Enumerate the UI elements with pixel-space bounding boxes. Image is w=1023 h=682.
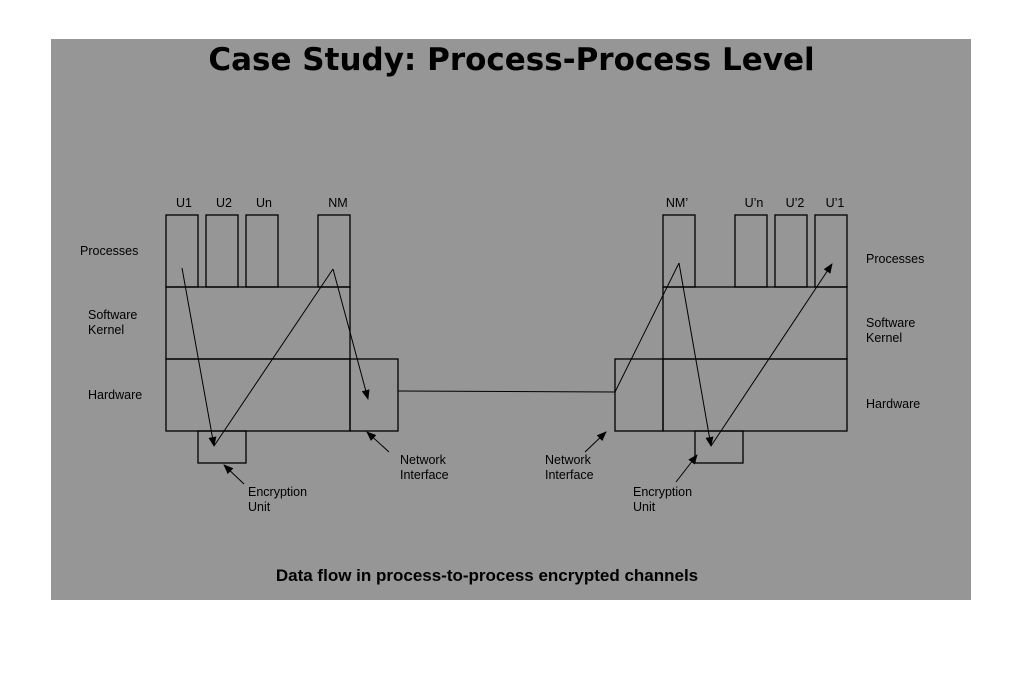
network-interface-label-2: Interface — [400, 468, 449, 482]
pointer-arrow-network-interface — [366, 431, 390, 453]
process-box-u2 — [205, 214, 239, 288]
encryption-unit-box — [694, 430, 744, 464]
process-box-u1 — [165, 214, 199, 288]
hardware-layer — [662, 358, 848, 432]
process-box-un-prime — [734, 214, 768, 288]
layer-label-kernel-2: Kernel — [866, 331, 902, 345]
process-box-u2-prime — [774, 214, 808, 288]
software-kernel-layer — [165, 286, 351, 360]
process-label-un: Un — [256, 196, 272, 210]
network-link — [397, 390, 616, 393]
layer-label-kernel-2: Kernel — [88, 323, 124, 337]
network-interface-box — [349, 358, 399, 432]
flow-arrow-encryption-to-u1-prime — [710, 263, 833, 447]
flow-arrow-u1-to-encryption — [181, 267, 217, 447]
process-label-u1: U1 — [176, 196, 192, 210]
slide-title: Case Study: Process-Process Level — [208, 42, 815, 78]
layer-label-processes: Processes — [866, 252, 924, 266]
encryption-unit-label-1: Encryption — [633, 485, 692, 499]
pointer-arrow-encryption-unit — [223, 464, 245, 485]
process-label-un-prime: U’n — [745, 196, 764, 210]
flow-line-nic-to-nm-prime — [614, 262, 680, 393]
flow-arrow-nm-to-nic — [332, 268, 370, 400]
flow-line-encryption-to-nm — [213, 268, 334, 447]
process-box-nm-prime — [662, 214, 696, 288]
hardware-layer — [165, 358, 351, 432]
encryption-unit-label-1: Encryption — [248, 485, 307, 499]
slide-background — [51, 39, 971, 600]
right-host: NM’ U’n U’2 U’1 Processes Software Kerne… — [545, 196, 924, 514]
encryption-unit-label-2: Unit — [633, 500, 656, 514]
layer-label-processes: Processes — [80, 244, 138, 258]
network-interface-label-2: Interface — [545, 468, 594, 482]
network-interface-label-1: Network — [400, 453, 447, 467]
layer-label-hardware: Hardware — [866, 397, 920, 411]
figure-caption: Data flow in process-to-process encrypte… — [276, 566, 698, 585]
software-kernel-layer — [662, 286, 848, 360]
network-interface-label-1: Network — [545, 453, 592, 467]
pointer-arrow-encryption-unit — [675, 454, 698, 483]
process-box-nm — [317, 214, 351, 288]
process-label-u2: U2 — [216, 196, 232, 210]
process-label-nm-prime: NM’ — [666, 196, 688, 210]
process-box-un — [245, 214, 279, 288]
network-interface-box — [614, 358, 664, 432]
process-label-u1-prime: U’1 — [826, 196, 845, 210]
encryption-unit-label-2: Unit — [248, 500, 271, 514]
layer-label-kernel-1: Software — [88, 308, 137, 322]
flow-arrow-nm-prime-to-encryption — [678, 262, 714, 447]
layer-label-kernel-1: Software — [866, 316, 915, 330]
process-label-u2-prime: U’2 — [786, 196, 805, 210]
process-box-u1-prime — [814, 214, 848, 288]
encryption-unit-box — [197, 430, 247, 464]
layer-label-hardware: Hardware — [88, 388, 142, 402]
pointer-arrow-network-interface — [584, 431, 607, 453]
left-host: U1 U2 Un NM Processes Software Kernel Ha… — [80, 196, 449, 514]
process-label-nm: NM — [328, 196, 347, 210]
